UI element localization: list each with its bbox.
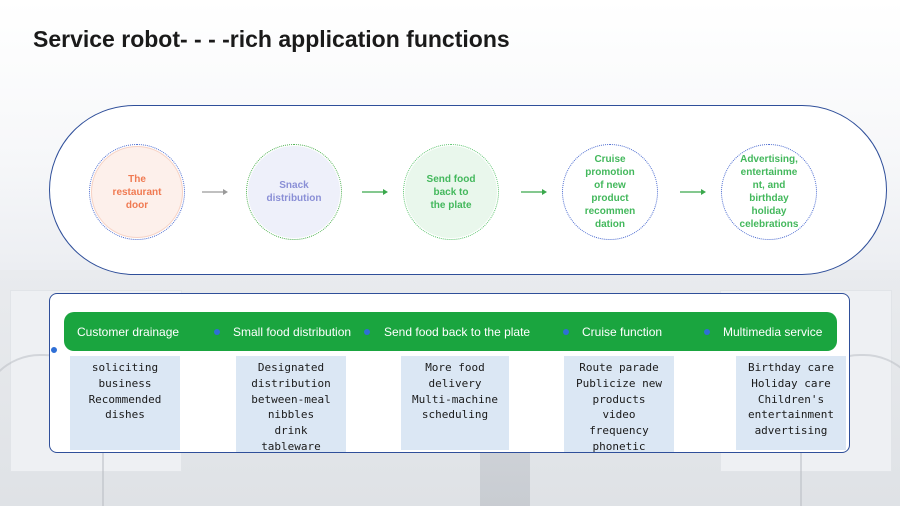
- page-title: Service robot- - - -rich application fun…: [33, 26, 510, 52]
- process-step-advertising: Advertising, entertainme nt, and birthda…: [721, 144, 817, 240]
- function-label-small-food-distribution: Small food distribution: [233, 324, 352, 339]
- process-step-send-food-back: Send food back to the plate: [403, 144, 499, 240]
- bullet-dot-icon: [50, 346, 58, 354]
- function-label-multimedia-service: Multimedia service: [723, 324, 823, 339]
- arrow-right-icon: [680, 189, 706, 195]
- function-details-cruise-function: Route parade Publicize new products vide…: [564, 356, 674, 453]
- bullet-dot-icon: [364, 329, 370, 335]
- functions-panel: Customer drainage Small food distributio…: [49, 293, 850, 453]
- bullet-dot-icon: [563, 329, 569, 335]
- function-details-multimedia-service: Birthday care Holiday care Children's en…: [736, 356, 846, 450]
- function-label-customer-drainage: Customer drainage: [77, 324, 180, 339]
- function-label-cruise-function: Cruise function: [582, 324, 663, 339]
- process-step-cruise-promotion: Cruise promotion of new product recommen…: [562, 144, 658, 240]
- function-label-send-food-back: Send food back to the plate: [384, 324, 531, 339]
- process-step-snack-distribution: Snack distribution: [246, 144, 342, 240]
- arrow-right-icon: [362, 189, 388, 195]
- arrow-right-icon: [202, 189, 228, 195]
- bullet-dot-icon: [704, 329, 710, 335]
- function-details-customer-drainage: soliciting business Recommended dishes: [70, 356, 180, 450]
- functions-header-bar: Customer drainage Small food distributio…: [50, 312, 837, 354]
- function-details-small-food-distribution: Designated distribution between-meal nib…: [236, 356, 346, 453]
- arrow-right-icon: [521, 189, 547, 195]
- function-details-send-food-back: More food delivery Multi-machine schedul…: [401, 356, 509, 450]
- bullet-dot-icon: [214, 329, 220, 335]
- process-step-restaurant-door: The restaurant door: [89, 144, 185, 240]
- process-flow: The restaurant door Snack distribution S…: [49, 105, 887, 275]
